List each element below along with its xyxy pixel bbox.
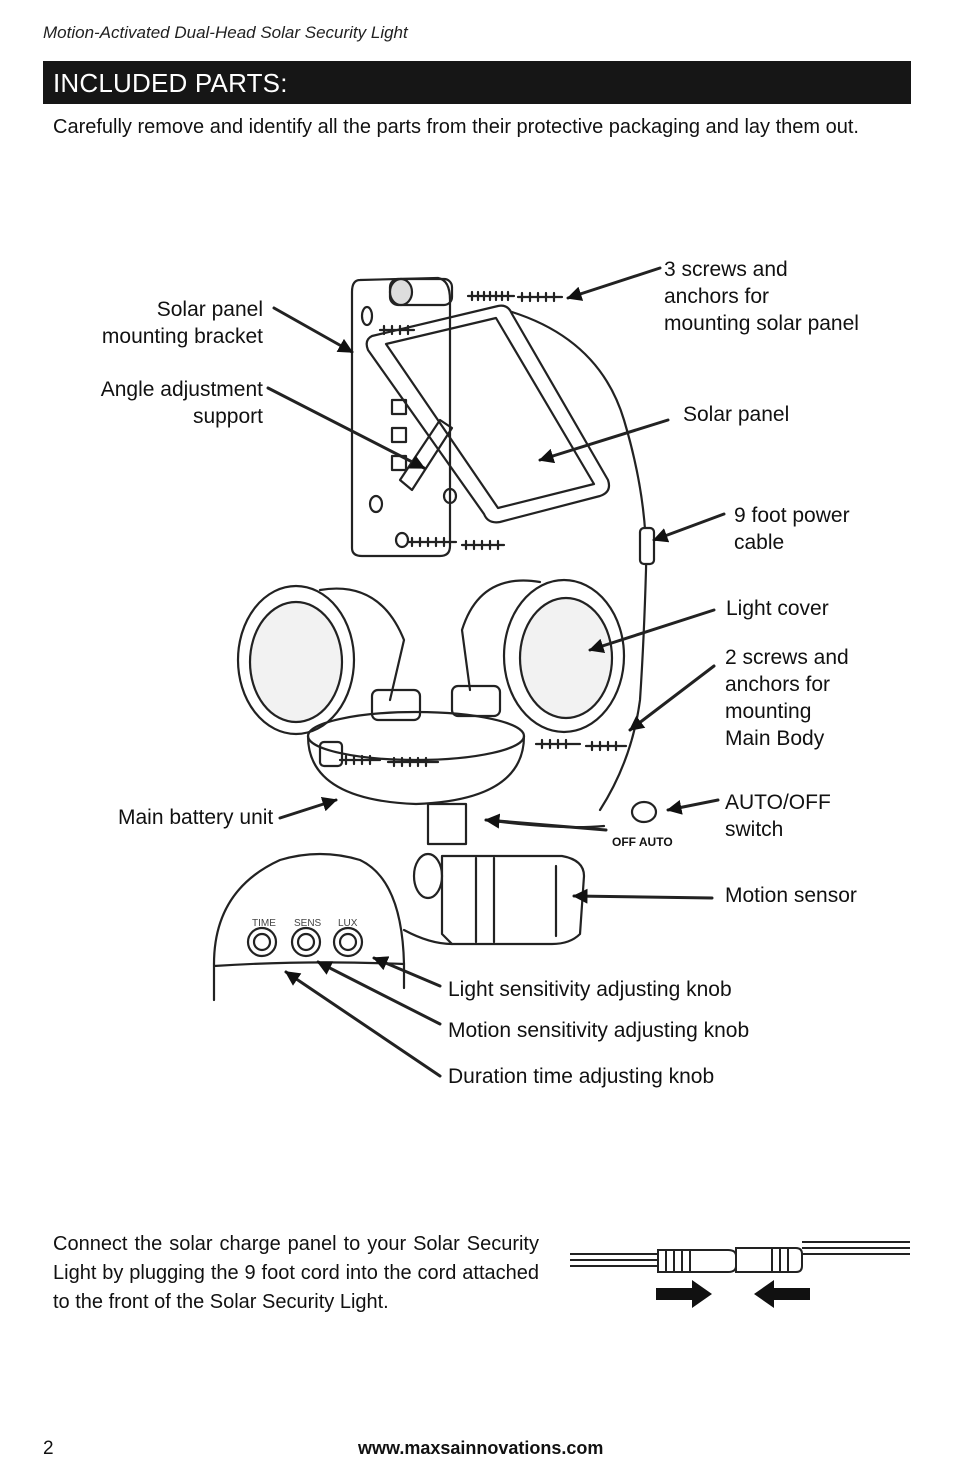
label-motion-sensor: Motion sensor (725, 884, 857, 907)
cord-connection-illustration (566, 1228, 914, 1308)
bracket-shape (350, 276, 452, 558)
right-light-head (450, 578, 626, 734)
label-solar-panel: Solar panel (683, 403, 790, 426)
running-title: Motion-Activated Dual-Head Solar Securit… (43, 23, 408, 42)
sensor-closeup (212, 852, 454, 1002)
label-duration-knob: Duration time adjusting knob (448, 1065, 715, 1088)
page-number: 2 (43, 1438, 54, 1459)
label-battery-unit: Main battery unit (118, 806, 274, 829)
panel-screws (378, 290, 564, 551)
knob-label-sens: SENS (294, 918, 322, 929)
section-header-bar: INCLUDED PARTS: (43, 61, 911, 104)
product-illustration: OFF AUTO TIME SENS LUX (212, 266, 726, 1078)
label-light-knob: Light sensitivity adjusting knob (448, 978, 732, 1001)
footer-url: www.maxsainnovations.com (358, 1438, 604, 1458)
cord-plug-drawing (570, 1241, 910, 1308)
intro-text: Carefully remove and identify all the pa… (53, 116, 859, 138)
knob-label-lux: LUX (338, 918, 358, 929)
section-title: INCLUDED PARTS: (53, 68, 288, 98)
label-light-cover: Light cover (726, 597, 829, 620)
motion-sensor-shape (412, 852, 586, 946)
label-motion-knob: Motion sensitivity adjusting knob (448, 1019, 750, 1042)
battery-body (306, 710, 526, 806)
switch-caption: OFF AUTO (612, 835, 673, 849)
connect-instructions: Connect the solar charge panel to your S… (53, 1233, 539, 1313)
knob-label-time: TIME (252, 918, 276, 929)
left-light-head (236, 584, 422, 736)
solar-panel-shape (365, 304, 611, 524)
power-cable (510, 310, 648, 812)
